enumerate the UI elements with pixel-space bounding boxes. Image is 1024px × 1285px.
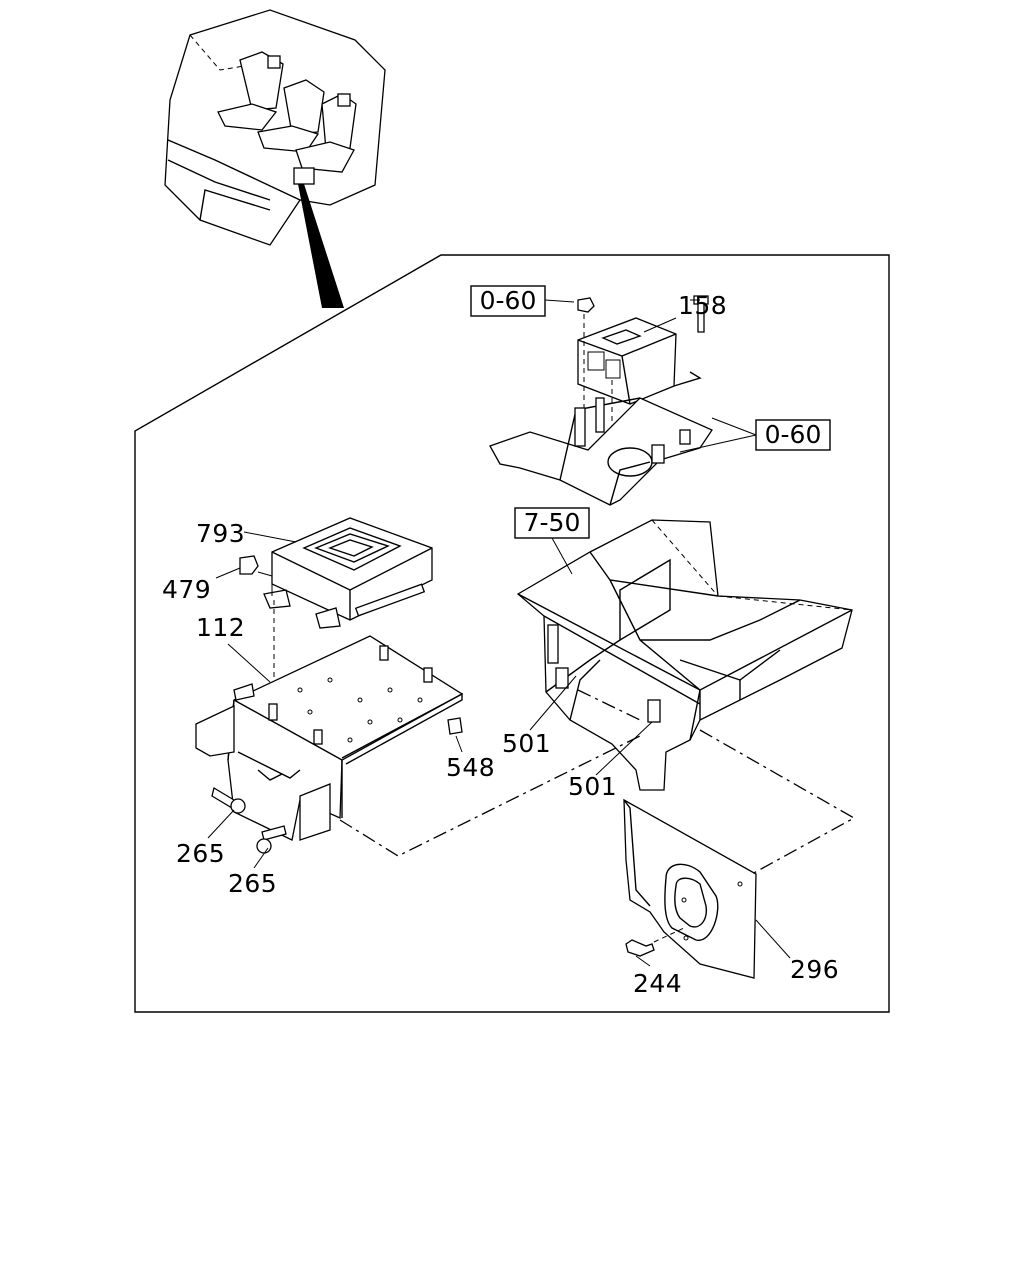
- truck-cab-seats-icon: [164, 9, 386, 308]
- assembly-line-bracket: [339, 735, 641, 857]
- mount-bracket-icon: [489, 295, 713, 506]
- callout-244: 244: [633, 969, 682, 998]
- callout-548: 548: [446, 753, 495, 782]
- screw-265-b-icon: [256, 825, 287, 854]
- control-unit-793-icon: [263, 517, 433, 629]
- cover-panel-296-icon: [623, 798, 757, 979]
- ref-label-7-50: 7-50: [524, 508, 581, 537]
- screw-265-a-icon: [211, 786, 246, 814]
- callout-501-a: 501: [502, 729, 551, 758]
- clip-548-icon: [447, 717, 463, 735]
- assembly-line-cover: [699, 729, 856, 875]
- ref-label-0-60-right: 0-60: [765, 420, 822, 449]
- seat-frame-7-50-icon: [516, 519, 853, 791]
- detail-frame: [134, 254, 890, 1013]
- callout-479: 479: [162, 575, 211, 604]
- nut-479-icon: [239, 555, 259, 575]
- bracket-plate-112-icon: [195, 635, 464, 841]
- control-unit-158-icon: [577, 297, 702, 405]
- ref-box-0-60-top: [470, 285, 546, 317]
- callout-793: 793: [196, 519, 245, 548]
- callout-265-a: 265: [176, 839, 225, 868]
- callout-296: 296: [790, 955, 839, 984]
- callout-265-b: 265: [228, 869, 277, 898]
- callout-158: 158: [678, 291, 727, 320]
- bolt-244-icon: [625, 939, 655, 957]
- ref-label-0-60-top: 0-60: [480, 286, 537, 315]
- callout-501-b: 501: [568, 772, 617, 801]
- callout-112: 112: [196, 613, 245, 642]
